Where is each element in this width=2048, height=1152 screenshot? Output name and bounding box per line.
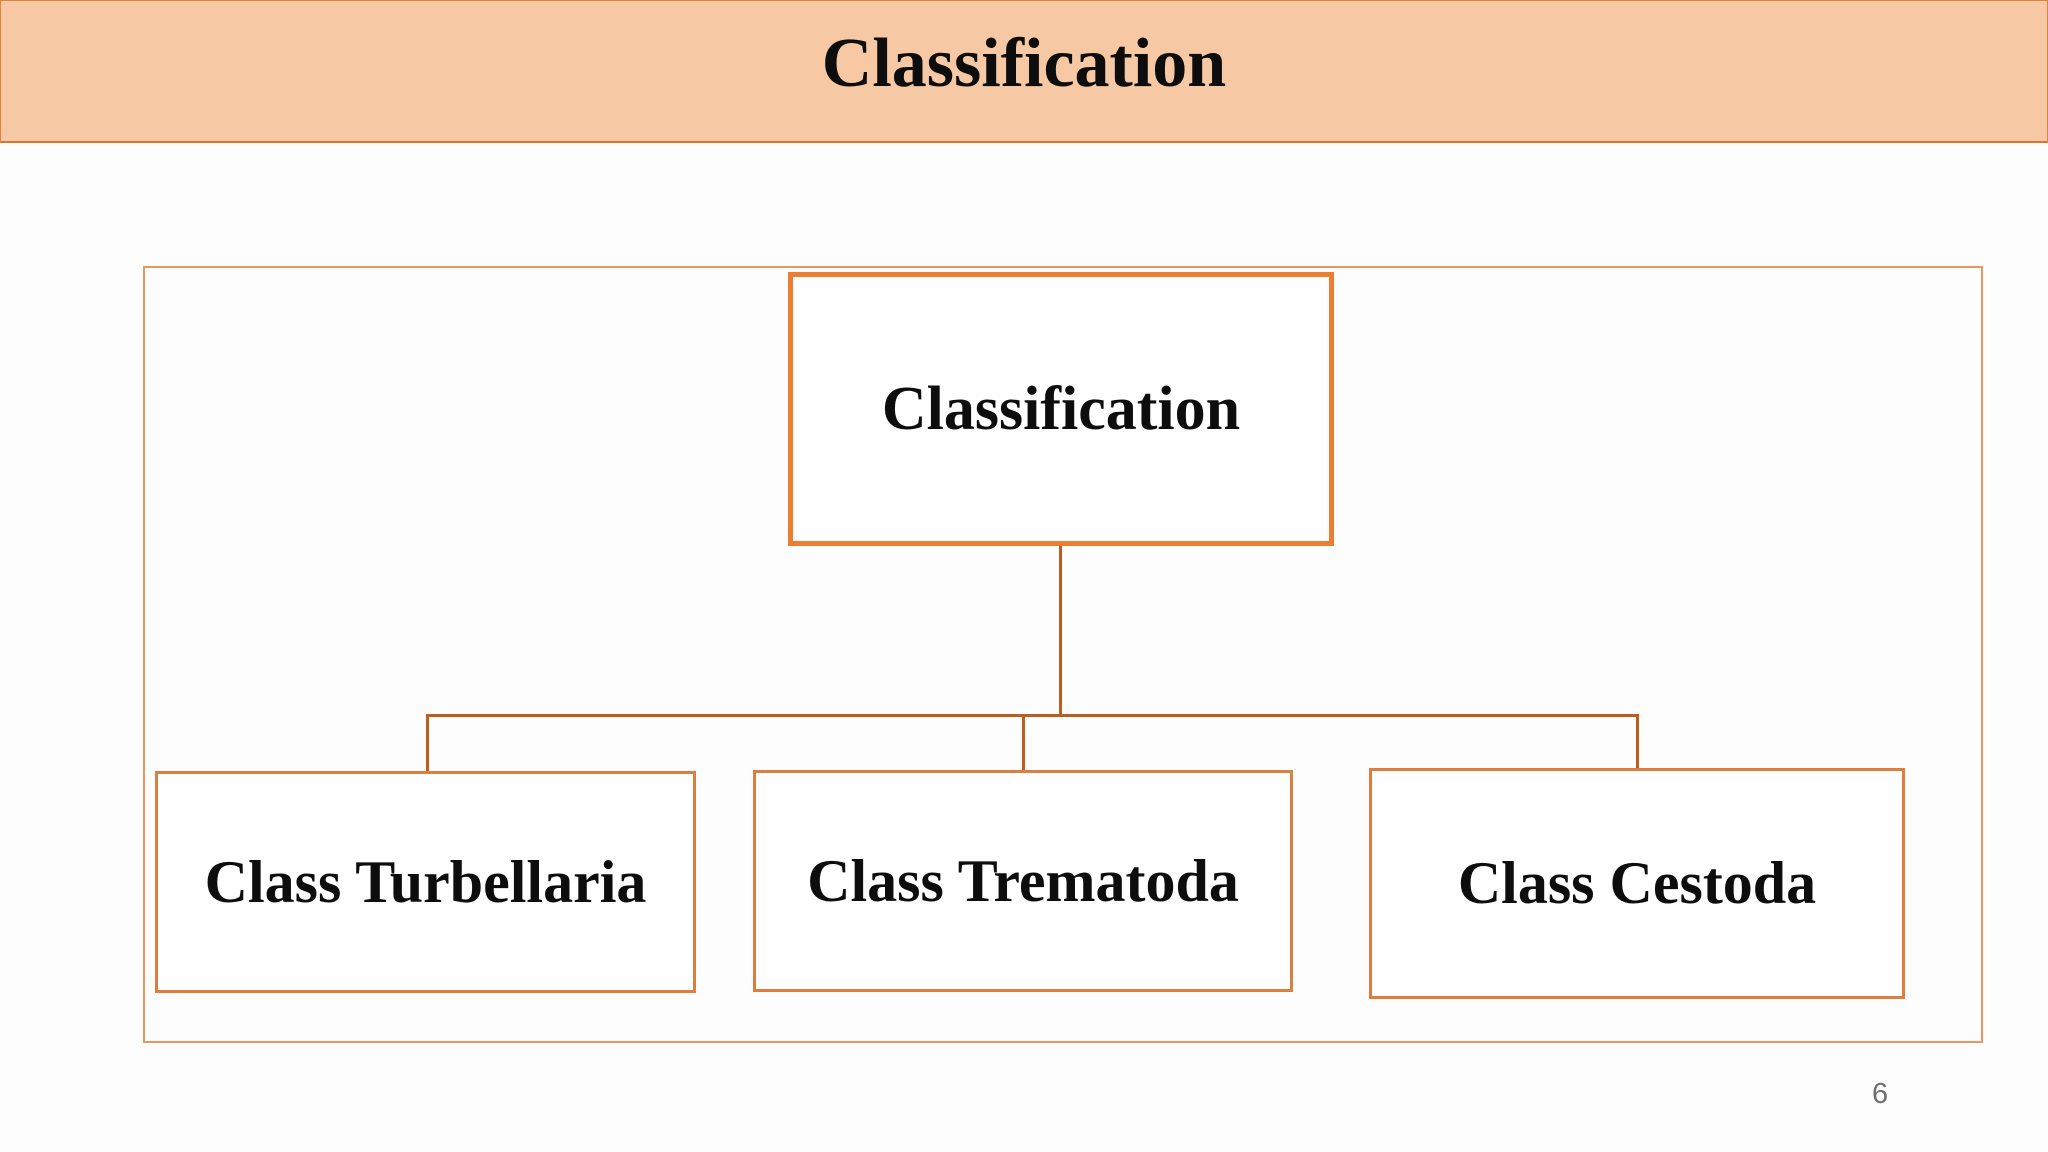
node-class-trematoda-label: Class Trematoda xyxy=(807,847,1239,914)
node-class-cestoda: Class Cestoda xyxy=(1369,768,1905,999)
diagram-container xyxy=(143,266,1983,1043)
node-class-turbellaria: Class Turbellaria xyxy=(155,771,696,993)
node-class-turbellaria-label: Class Turbellaria xyxy=(204,848,647,915)
node-classification: Classification xyxy=(788,272,1334,546)
node-class-trematoda: Class Trematoda xyxy=(753,770,1293,992)
node-class-cestoda-label: Class Cestoda xyxy=(1457,850,1817,916)
slide-title: Classification xyxy=(821,25,1227,102)
node-classification-label: Classification xyxy=(881,374,1241,443)
connector-horizontal-bar xyxy=(426,714,1639,717)
connector-drop-trematoda xyxy=(1022,714,1025,772)
connector-drop-turbellaria xyxy=(426,714,429,773)
slide-header-banner: Classification xyxy=(0,0,2048,143)
connector-root-vertical xyxy=(1059,545,1062,716)
page-number: 6 xyxy=(1872,1078,1889,1110)
connector-drop-cestoda xyxy=(1636,714,1639,770)
